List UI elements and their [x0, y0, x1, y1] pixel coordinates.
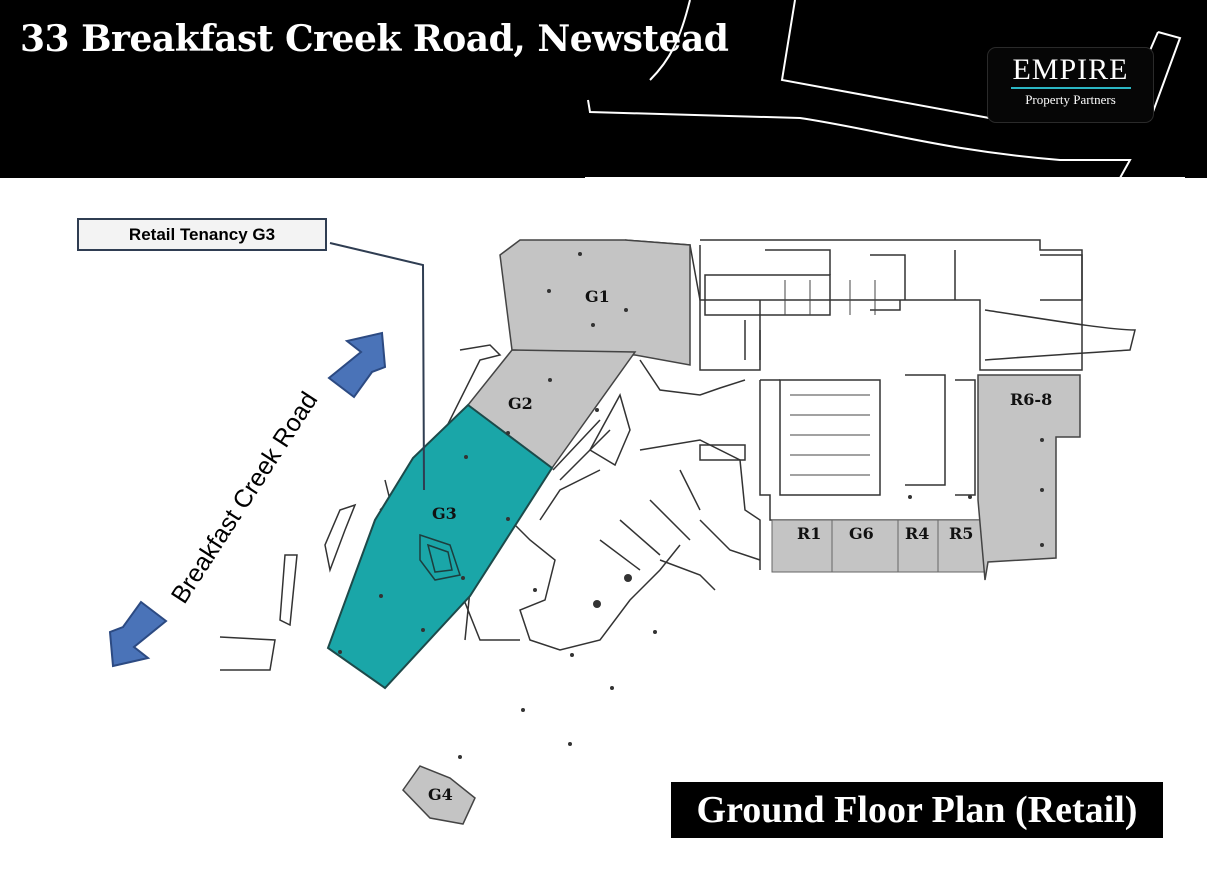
tenancies: [402, 239, 1081, 825]
label-g1: G1: [585, 287, 610, 306]
road-direction-arrows: [108, 331, 387, 668]
tenancy-g3-highlight: [326, 403, 554, 690]
header-banner: 33 Breakfast Creek Road, Newstead EMPIRE…: [0, 0, 1207, 178]
label-g2: G2: [508, 394, 533, 413]
g3-internal-structure: [419, 533, 461, 581]
page-title: 33 Breakfast Creek Road, Newstead: [20, 18, 729, 60]
floor-plan: G1 G2 G3 G4 R1 G6 R4 R5 R6-8: [108, 239, 1136, 825]
label-r5: R5: [949, 524, 973, 543]
arrow-up-right-icon: [327, 331, 387, 399]
logo-divider: [1010, 87, 1131, 89]
unit-labels: G1 G2 G3 G4 R1 G6 R4 R5 R6-8: [428, 287, 1052, 804]
retail-tenancy-callout: Retail Tenancy G3: [77, 218, 327, 251]
logo-name: EMPIRE: [1012, 53, 1129, 86]
label-r1: R1: [797, 524, 821, 543]
callout-leader-line: [329, 242, 425, 491]
tenancy-g4: [402, 765, 476, 825]
label-r4: R4: [905, 524, 929, 543]
tenancy-r6-8: [977, 374, 1081, 581]
empire-logo: EMPIRE Property Partners: [988, 48, 1153, 122]
arrow-down-left-icon: [108, 600, 168, 668]
column-markers: [338, 252, 1044, 759]
plan-title: Ground Floor Plan (Retail): [671, 782, 1163, 838]
label-g4: G4: [428, 785, 453, 804]
logo-subtitle: Property Partners: [1025, 92, 1116, 107]
parking-bays: [784, 280, 876, 476]
label-r6-8: R6-8: [1010, 390, 1052, 409]
label-g6: G6: [849, 524, 874, 543]
label-g3: G3: [432, 504, 457, 523]
building-outlines: [219, 239, 1136, 671]
